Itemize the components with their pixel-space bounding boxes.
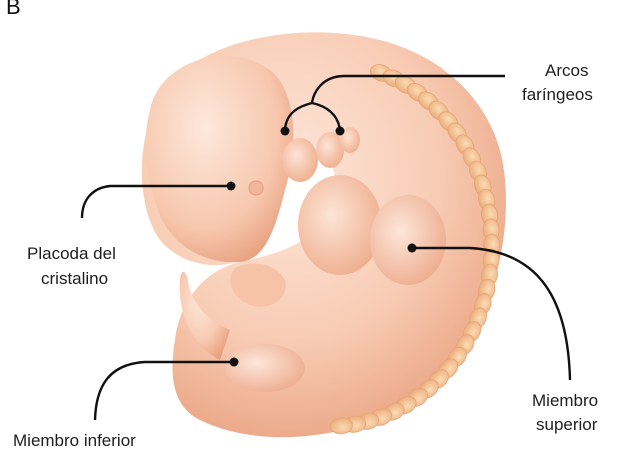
upper-limb-bud — [370, 195, 446, 285]
label-arcos-line2: faríngeos — [522, 85, 593, 104]
leader-line-miembro-superior — [412, 246, 572, 381]
leader-line-arcos-branch-left — [283, 101, 313, 131]
somite — [330, 417, 353, 435]
leader-line-placoda — [80, 184, 231, 219]
leader-line-miembro-inferior — [93, 360, 234, 421]
lens-placode — [248, 180, 264, 196]
leader-lines — [80, 74, 572, 421]
panel-letter: B — [6, 0, 21, 19]
dot-miembro-superior — [407, 243, 417, 253]
heart-bulge — [298, 175, 382, 275]
pharyngeal-arch — [316, 132, 344, 168]
pharyngeal-arch — [340, 127, 360, 153]
somites — [330, 64, 501, 435]
embryo-head — [145, 55, 294, 263]
label-placoda-line1: Placoda del — [27, 244, 116, 263]
label-arcos-line1: Arcos — [545, 61, 589, 80]
dot-arcos-left — [280, 126, 290, 136]
label-placoda-line2: cristalino — [41, 269, 109, 288]
dot-placoda — [226, 181, 236, 191]
dot-arcos-right — [335, 126, 345, 136]
umbilical-stalk — [230, 263, 286, 307]
leader-line-arcos — [310, 74, 505, 104]
leader-dots — [226, 126, 417, 367]
leader-line-arcos-branch-right — [311, 101, 342, 131]
label-miembro-inferior: Miembro inferior — [13, 431, 136, 450]
embryo-tail — [179, 272, 230, 360]
pharyngeal-arch — [282, 138, 318, 182]
lower-limb-bud — [225, 344, 305, 392]
label-miembro-superior-line1: Miembro — [532, 391, 599, 410]
dot-miembro-inferior — [229, 357, 239, 367]
label-miembro-superior-line2: superior — [536, 415, 598, 434]
